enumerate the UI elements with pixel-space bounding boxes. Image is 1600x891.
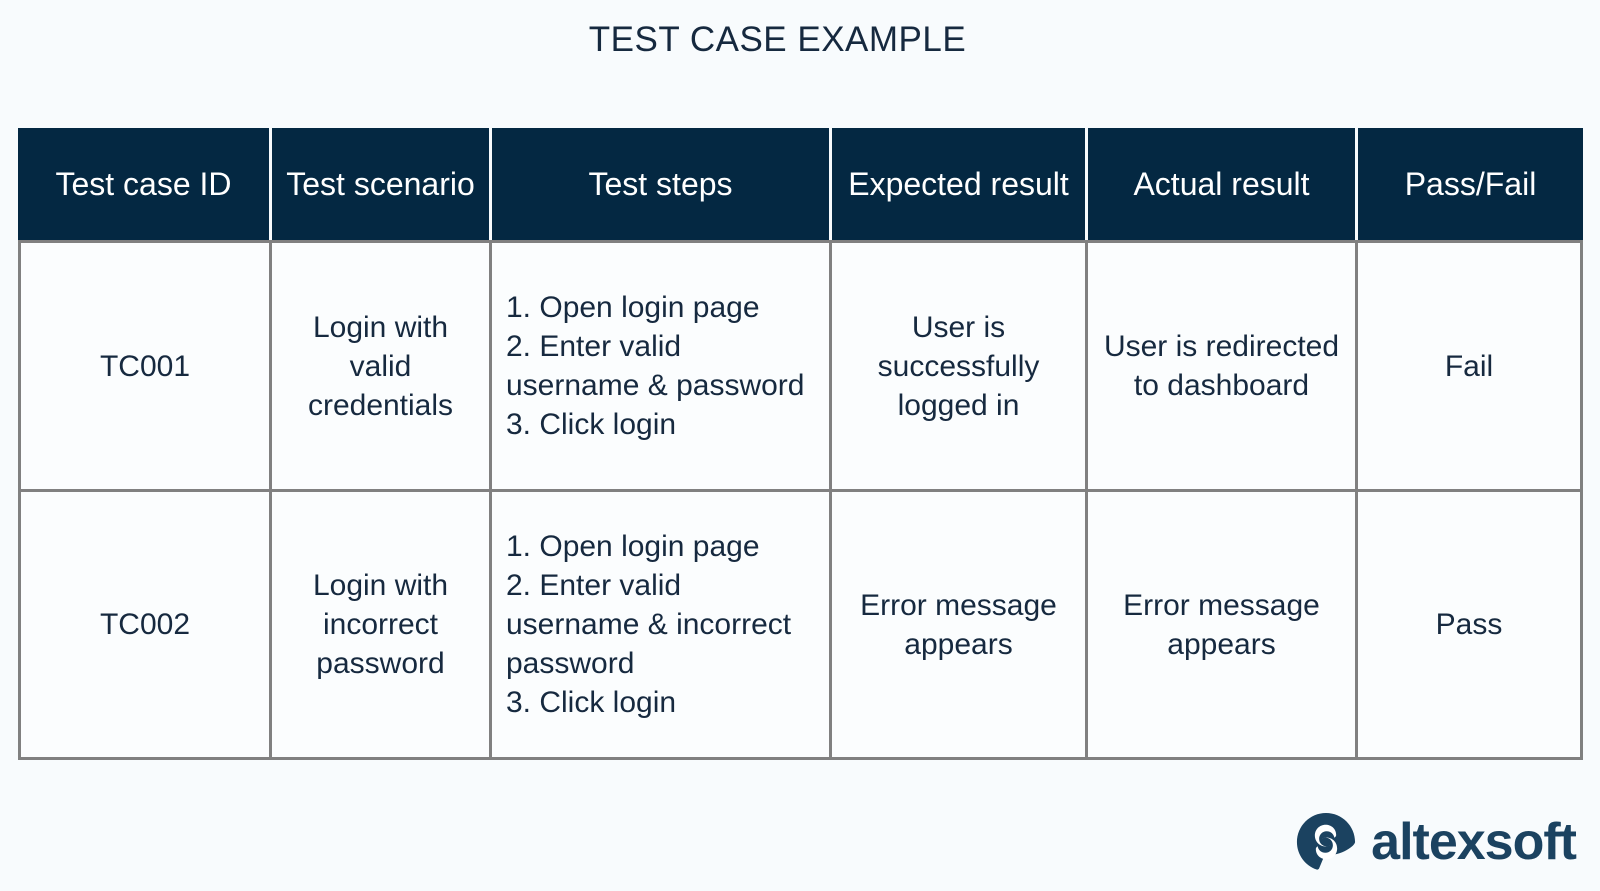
test-steps-list: 1. Open login page 2. Enter valid userna… — [506, 527, 815, 722]
cell-test-scenario: Login with incorrect password — [272, 492, 492, 760]
test-step-item: 2. Enter valid username & incorrect pass… — [506, 569, 800, 680]
column-header-pass-fail[interactable]: Pass/Fail — [1358, 128, 1583, 240]
test-step-item: 3. Click login — [506, 408, 677, 441]
test-steps-list: 1. Open login page 2. Enter valid userna… — [506, 288, 815, 444]
cell-actual-result: Error message appears — [1088, 492, 1358, 760]
cell-test-case-id: TC002 — [18, 492, 272, 760]
altexsoft-speech-bubble-icon — [1297, 812, 1356, 870]
test-step-item: 1. Open login page — [506, 291, 760, 324]
cell-test-scenario: Login with valid credentials — [272, 240, 492, 492]
table-row[interactable]: TC001 Login with valid credentials 1. Op… — [18, 240, 1583, 492]
cell-test-steps: 1. Open login page 2. Enter valid userna… — [492, 492, 832, 760]
cell-pass-fail: Pass — [1358, 492, 1583, 760]
column-header-expected-result[interactable]: Expected result — [832, 128, 1088, 240]
table-header: Test case ID Test scenario Test steps Ex… — [18, 128, 1583, 240]
table-header-row: Test case ID Test scenario Test steps Ex… — [18, 128, 1583, 240]
column-header-test-steps[interactable]: Test steps — [492, 128, 832, 240]
cell-test-steps: 1. Open login page 2. Enter valid userna… — [492, 240, 832, 492]
test-case-table: Test case ID Test scenario Test steps Ex… — [18, 128, 1583, 760]
cell-expected-result: Error message appears — [832, 492, 1088, 760]
test-step-item: 3. Click login — [506, 686, 677, 719]
altexsoft-wordmark: altexsoft — [1371, 813, 1577, 871]
altexsoft-logo: altexsoft — [1295, 811, 1577, 873]
page-title: TEST CASE EXAMPLE — [588, 20, 967, 59]
cell-pass-fail: Fail — [1358, 240, 1583, 492]
cell-test-case-id: TC001 — [18, 240, 272, 492]
test-step-item: 1. Open login page — [506, 530, 760, 563]
test-step-item: 2. Enter valid username & password — [506, 330, 805, 402]
table-row[interactable]: TC002 Login with incorrect password 1. O… — [18, 492, 1583, 760]
column-header-test-case-id[interactable]: Test case ID — [18, 128, 272, 240]
table-body: TC001 Login with valid credentials 1. Op… — [18, 240, 1583, 760]
test-case-table-container: Test case ID Test scenario Test steps Ex… — [18, 128, 1583, 760]
column-header-actual-result[interactable]: Actual result — [1088, 128, 1358, 240]
cell-expected-result: User is successfully logged in — [832, 240, 1088, 492]
column-header-test-scenario[interactable]: Test scenario — [272, 128, 492, 240]
cell-actual-result: User is redirected to dashboard — [1088, 240, 1358, 492]
